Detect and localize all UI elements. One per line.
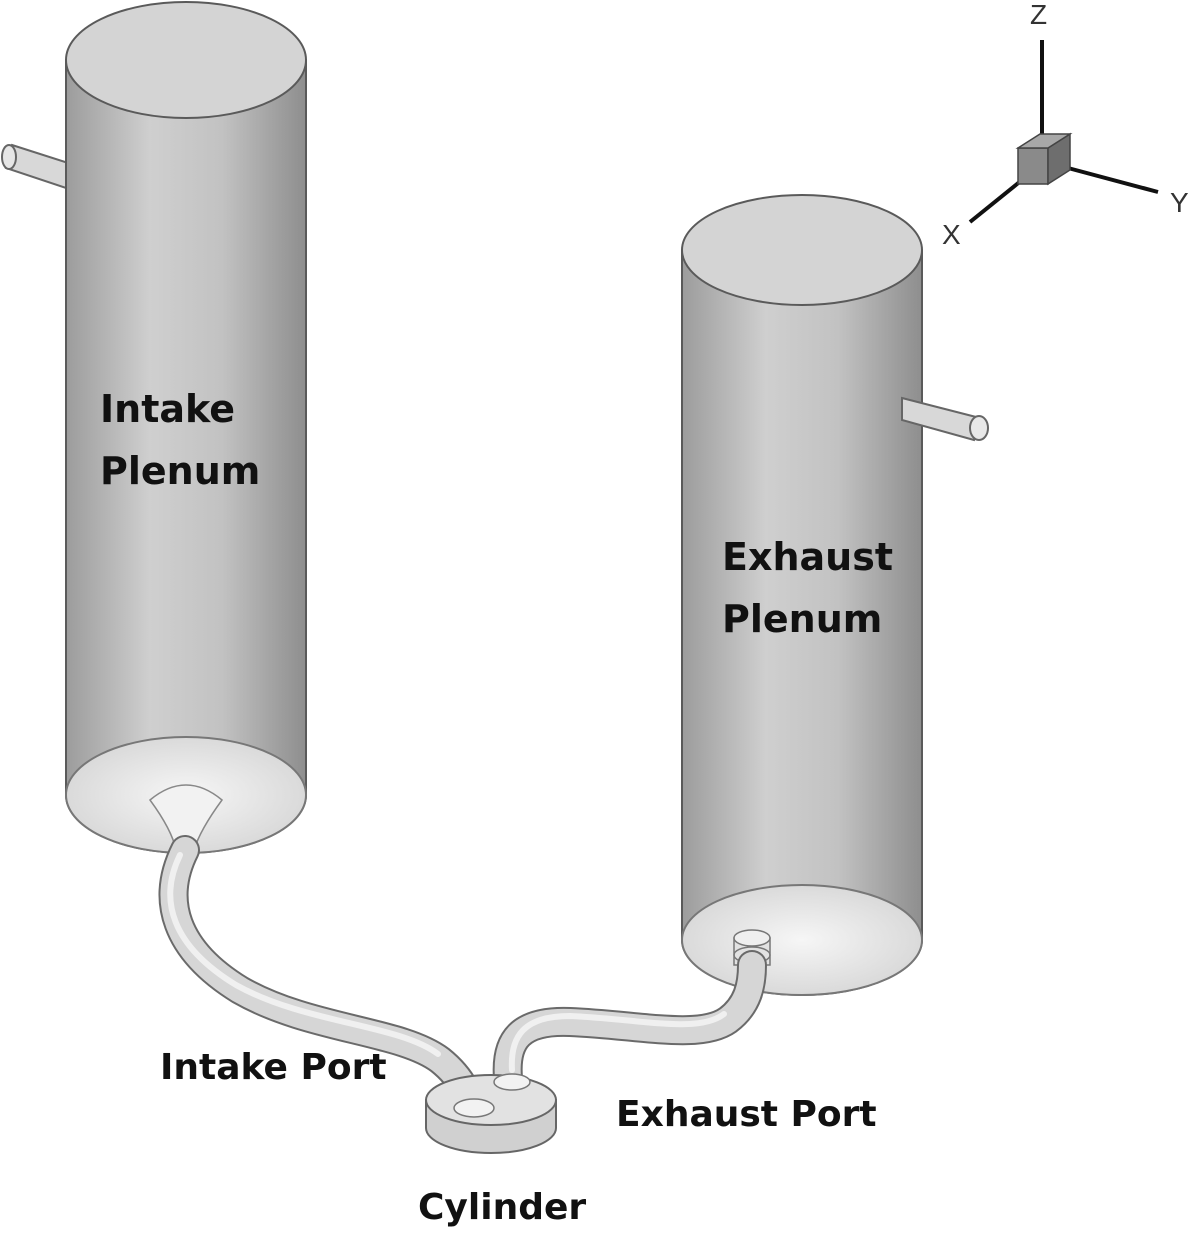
exhaust-port-pipe: [492, 950, 767, 1093]
y-axis-label: Y: [1170, 187, 1189, 218]
exhaust-plenum-top-rim: [681, 194, 923, 306]
intake-plenum-label-line-1: Intake: [100, 387, 236, 431]
x-axis-label: X: [942, 219, 961, 250]
exhaust-plenum: [681, 194, 923, 996]
exhaust-plenum-label-line-2: Plenum: [722, 597, 883, 641]
exhaust-port-label: Exhaust Port: [616, 1094, 877, 1135]
cylinder-intake-opening: [453, 1098, 495, 1118]
cylinder-label: Cylinder: [418, 1187, 587, 1228]
axis-triad: [968, 40, 1159, 224]
exhaust-plenum-label-line-1: Exhaust: [722, 535, 893, 579]
x-axis-line: [968, 178, 1024, 224]
exhaust-plenum-bottom-face: [681, 884, 923, 996]
intake-plenum-side-pipe: [1, 143, 86, 194]
intake-plenum-label-line-2: Plenum: [100, 449, 261, 493]
intake-port-label: Intake Port: [160, 1047, 387, 1088]
intake-plenum-top-rim: [65, 1, 307, 119]
y-axis-line: [1067, 166, 1159, 194]
exhaust-plenum-label: Exhaust Plenum: [722, 526, 893, 650]
intake-plenum: [65, 1, 307, 854]
cylinder-exhaust-opening: [493, 1073, 531, 1091]
axis-cube: [1015, 132, 1073, 186]
exhaust-plenum-side-pipe: [901, 396, 989, 442]
engine-cylinder: [425, 1073, 557, 1154]
intake-port-pipe: [158, 835, 487, 1125]
intake-plenum-label: Intake Plenum: [100, 378, 260, 502]
z-axis-label: Z: [1030, 0, 1048, 30]
